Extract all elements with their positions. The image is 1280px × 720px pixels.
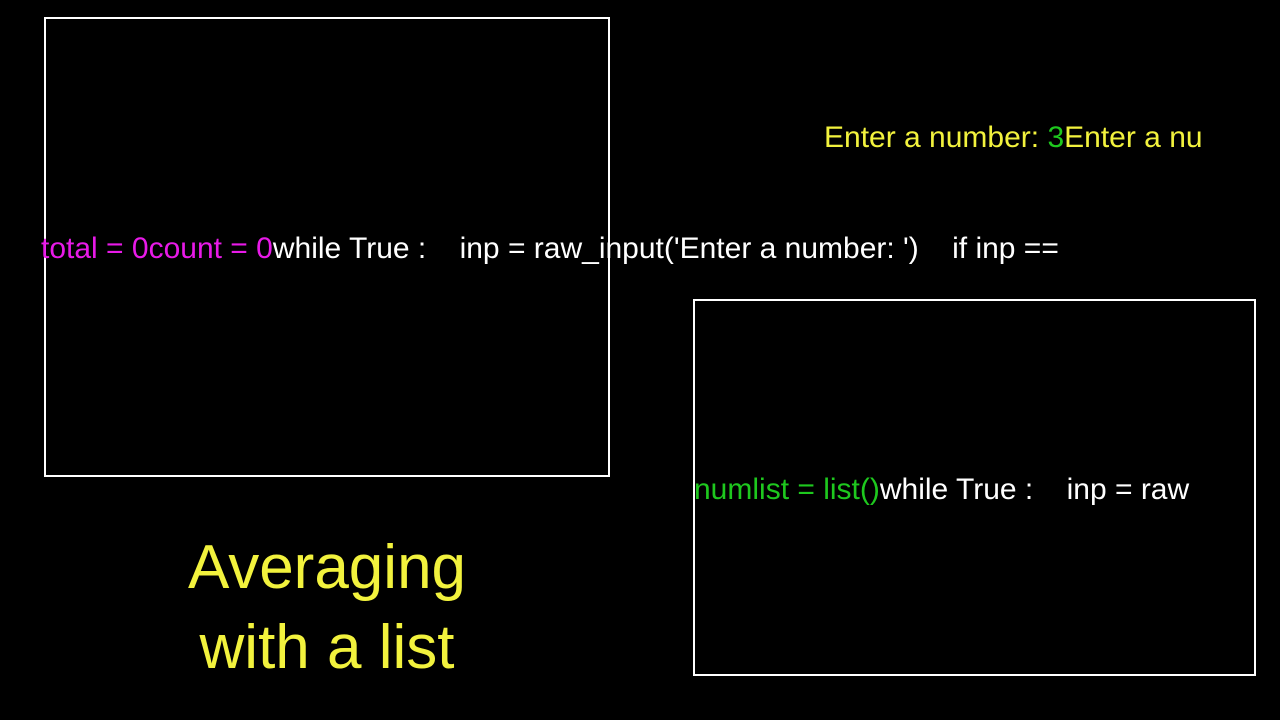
slide-title: Averaging with a list [187,533,467,682]
console-prompt-second: Enter a nu [1064,121,1203,154]
console-entered-value: 3 [1047,121,1065,154]
code-token-loop-body-bottom: while True : inp = raw [879,473,1190,506]
code-line-top: total = 0count = 0while True : inp = raw… [41,232,1067,266]
code-token-loop-body-top: while True : inp = raw_input('Enter a nu… [272,232,1068,265]
console-prompt-first: Enter a number: [824,121,1048,154]
code-token-init-vars: total = 0count = 0 [41,232,273,265]
code-line-bottom: numlist = list()while True : inp = raw [694,473,1189,507]
console-output-line: Enter a number: 3Enter a nu [824,120,1203,156]
code-token-numlist-init: numlist = list() [694,473,880,506]
